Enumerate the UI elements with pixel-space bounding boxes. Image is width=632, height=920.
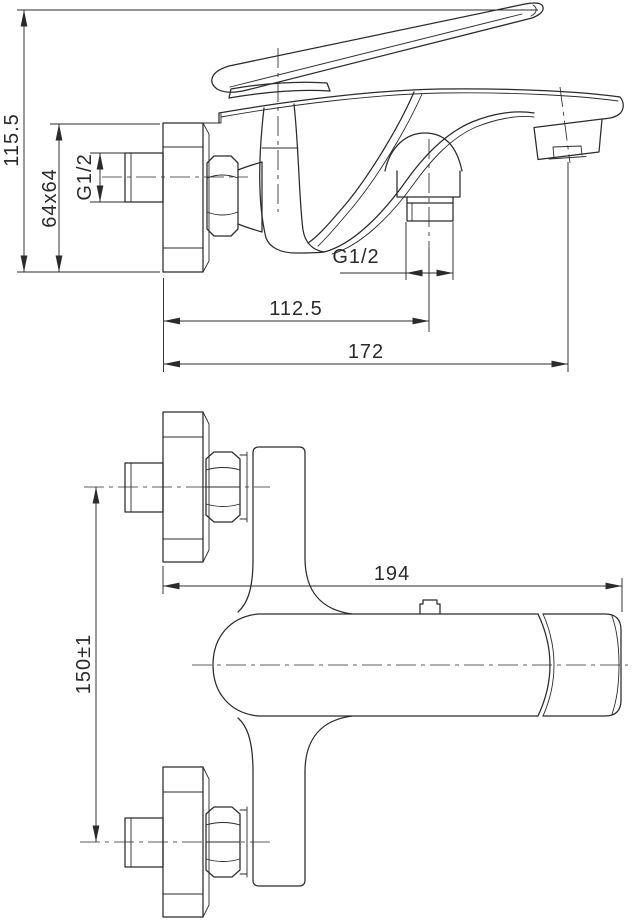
spout-underside xyxy=(323,111,535,255)
escutcheon-size-label: 64x64 xyxy=(39,168,61,228)
front-view: 194 150±1 xyxy=(73,411,628,918)
side-view: 115.5 64x64 G1/2 G1/2 112.5 172 xyxy=(1,2,624,372)
spout-reach-label: 172 xyxy=(348,341,384,363)
handle-cap xyxy=(228,81,331,99)
body-bracket xyxy=(237,446,353,887)
shower-outlet-offset-dimension: 112.5 xyxy=(163,298,429,325)
mounting-centers-label: 150±1 xyxy=(73,634,95,694)
escutcheon-size-dimension: 64x64 xyxy=(39,124,63,272)
shower-outlet-thread-label: G1/2 xyxy=(332,246,379,268)
shower-outlet-offset-label: 112.5 xyxy=(269,298,323,320)
body-collar-side xyxy=(237,161,263,233)
inlet-thread-dimension: G1/2 xyxy=(74,153,104,202)
cartridge-tower xyxy=(259,103,325,254)
faucet-body-front xyxy=(212,599,622,717)
side-view-extension-lines xyxy=(17,9,569,372)
wall-escutcheon-side xyxy=(162,113,222,273)
hex-nut-side xyxy=(206,155,239,237)
overall-height-dimension: 115.5 xyxy=(1,10,28,272)
top-wall-mount xyxy=(124,411,248,563)
spout-tip-block xyxy=(533,118,603,161)
spout-reach-dimension: 172 xyxy=(163,341,568,368)
lever-handle xyxy=(211,2,544,93)
overall-length-label: 194 xyxy=(374,563,410,585)
inlet-nipple-side xyxy=(124,152,164,203)
inlet-thread-label: G1/2 xyxy=(74,153,96,200)
shower-outlet-thread-dimension: G1/2 xyxy=(332,246,453,277)
shower-outlet-port xyxy=(384,132,463,222)
mounting-centers-dimension: 150±1 xyxy=(73,487,100,842)
overall-length-dimension: 194 xyxy=(162,563,623,612)
spout-neck-curve xyxy=(307,91,423,247)
diverter-tab xyxy=(419,599,441,615)
aerator-centerline xyxy=(559,86,571,164)
overall-height-label: 115.5 xyxy=(1,113,23,167)
spout-deck xyxy=(218,88,624,124)
